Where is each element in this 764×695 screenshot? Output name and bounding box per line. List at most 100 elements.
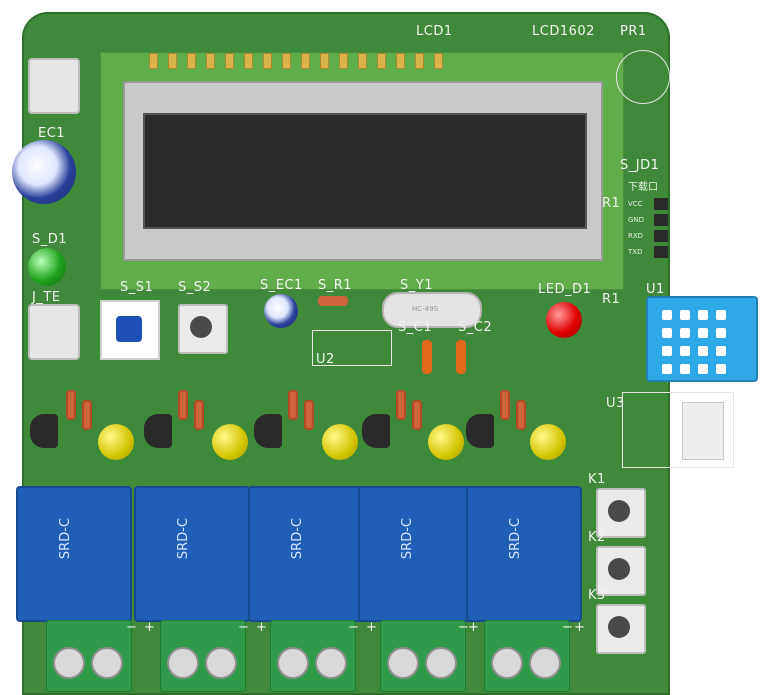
transistor-q3 — [254, 414, 282, 448]
terminal-screw[interactable] — [491, 647, 523, 679]
relay-4: SRD-C — [358, 486, 474, 622]
terminal-minus: − — [562, 620, 574, 635]
terminal-screw[interactable] — [315, 647, 347, 679]
lcd1602-module — [100, 52, 624, 290]
header-pin — [415, 53, 424, 69]
relay-1: SRD-C — [16, 486, 132, 622]
usb-connector-j-te — [28, 304, 80, 360]
label-s-d1: S_D1 — [32, 232, 68, 247]
terminal-screw[interactable] — [425, 647, 457, 679]
jd1-pin — [654, 230, 668, 242]
label-k3: K3 — [588, 588, 606, 603]
label-s-s2: S_S2 — [178, 280, 212, 295]
led-yellow-4 — [428, 424, 464, 460]
lcd-header-pins — [149, 53, 443, 69]
relay-label: SRD-C — [290, 518, 305, 560]
terminal-minus: − — [458, 620, 470, 635]
label-s-y1: S_Y1 — [400, 278, 433, 293]
header-pin — [206, 53, 215, 69]
u3-footprint — [622, 392, 734, 468]
terminal-screw[interactable] — [167, 647, 199, 679]
resistor — [288, 390, 298, 420]
label-led-d1: LED_D1 — [538, 282, 592, 297]
terminal-screw[interactable] — [277, 647, 309, 679]
pcb-board: LCD1 LCD1602 PR1 EC1 S_D1 J_TE S_S1 S_S2… — [12, 12, 758, 695]
terminal-screw[interactable] — [529, 647, 561, 679]
terminal-plus: + — [144, 620, 156, 635]
label-vcc: VCC — [628, 200, 643, 208]
label-u1: U1 — [646, 282, 665, 297]
usb-connector-top — [28, 58, 80, 114]
label-s-ec1: S_EC1 — [260, 278, 303, 293]
button-k1[interactable] — [596, 488, 646, 538]
header-pin — [282, 53, 291, 69]
led-yellow-5 — [530, 424, 566, 460]
switch-actuator — [116, 316, 142, 342]
resistor — [82, 400, 92, 430]
label-ec1: EC1 — [38, 126, 66, 141]
led-yellow-1 — [98, 424, 134, 460]
transistor-q1 — [30, 414, 58, 448]
capacitor-s-c1 — [422, 340, 432, 374]
label-s-jd1: S_JD1 — [620, 158, 660, 173]
relay-2: SRD-C — [134, 486, 250, 622]
header-pin — [358, 53, 367, 69]
relay-label: SRD-C — [58, 518, 73, 560]
relay-3: SRD-C — [248, 486, 364, 622]
lcd-bezel — [123, 81, 603, 261]
terminal-plus: + — [574, 620, 586, 635]
label-k2: K2 — [588, 530, 606, 545]
relay-label: SRD-C — [508, 518, 523, 560]
label-r1-mid: R1 — [602, 292, 621, 307]
label-s-s1: S_S1 — [120, 280, 154, 295]
led-s-d1-green — [28, 248, 66, 286]
header-pin — [187, 53, 196, 69]
label-s-c1: S_C1 — [398, 320, 433, 335]
header-pin — [149, 53, 158, 69]
terminal-block-5 — [484, 620, 570, 692]
resistor — [396, 390, 406, 420]
label-rxd: RXD — [628, 232, 644, 240]
label-s-c2: S_C2 — [458, 320, 493, 335]
terminal-block-1 — [46, 620, 132, 692]
label-k1: K1 — [588, 472, 606, 487]
terminal-block-3 — [270, 620, 356, 692]
label-txd: TXD — [628, 248, 643, 256]
terminal-screw[interactable] — [387, 647, 419, 679]
u2-footprint — [312, 330, 392, 366]
transistor-q4 — [362, 414, 390, 448]
header-pin — [168, 53, 177, 69]
crystal-marking: HC-49S — [412, 305, 439, 313]
terminal-screw[interactable] — [205, 647, 237, 679]
resistor — [66, 390, 76, 420]
switch-s-s1[interactable] — [100, 300, 160, 360]
terminal-plus: + — [468, 620, 480, 635]
resistor — [304, 400, 314, 430]
terminal-block-4 — [380, 620, 466, 692]
label-gnd: GND — [628, 216, 645, 224]
resistor-s-r1 — [318, 296, 348, 306]
label-u3: U3 — [606, 396, 625, 411]
header-pin — [339, 53, 348, 69]
relay-label: SRD-C — [176, 518, 191, 560]
terminal-screw[interactable] — [53, 647, 85, 679]
pr1-footprint — [616, 50, 670, 104]
led-yellow-3 — [322, 424, 358, 460]
capacitor-ec1 — [12, 140, 76, 204]
label-r1-top: R1 — [602, 196, 621, 211]
button-k3[interactable] — [596, 604, 646, 654]
resistor — [516, 400, 526, 430]
resistor — [178, 390, 188, 420]
button-s-s2[interactable] — [178, 304, 228, 354]
header-pin — [263, 53, 272, 69]
header-pin — [377, 53, 386, 69]
resistor — [412, 400, 422, 430]
transistor-q5 — [466, 414, 494, 448]
label-j-te: J_TE — [32, 290, 61, 305]
button-k2[interactable] — [596, 546, 646, 596]
terminal-minus: − — [126, 620, 138, 635]
terminal-plus: + — [256, 620, 268, 635]
terminal-screw[interactable] — [91, 647, 123, 679]
led-yellow-2 — [212, 424, 248, 460]
header-pin — [320, 53, 329, 69]
